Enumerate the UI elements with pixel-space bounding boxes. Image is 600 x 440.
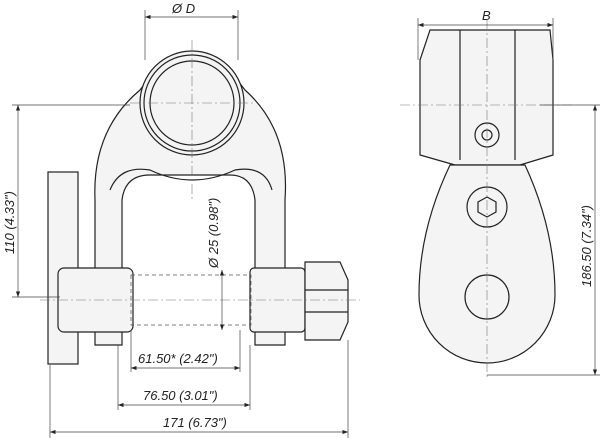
side-view xyxy=(400,20,575,380)
dim-inner-width: 61.50* (2.42") xyxy=(138,351,218,366)
nut xyxy=(304,261,349,341)
dim-outer-width: 76.50 (3.01") xyxy=(143,388,218,403)
dim-overall-height: 186.50 (7.34") xyxy=(579,205,594,287)
dim-diameter-d: Ø D xyxy=(171,1,195,16)
dimension-lines xyxy=(12,10,600,438)
dim-overall-width: 171 (6.73") xyxy=(163,415,227,430)
front-view xyxy=(40,40,360,365)
dim-pin-diameter: Ø 25 (0.98") xyxy=(206,198,221,269)
dim-width-b: B xyxy=(482,8,491,23)
dim-height-110: 110 (4.33") xyxy=(2,191,17,254)
